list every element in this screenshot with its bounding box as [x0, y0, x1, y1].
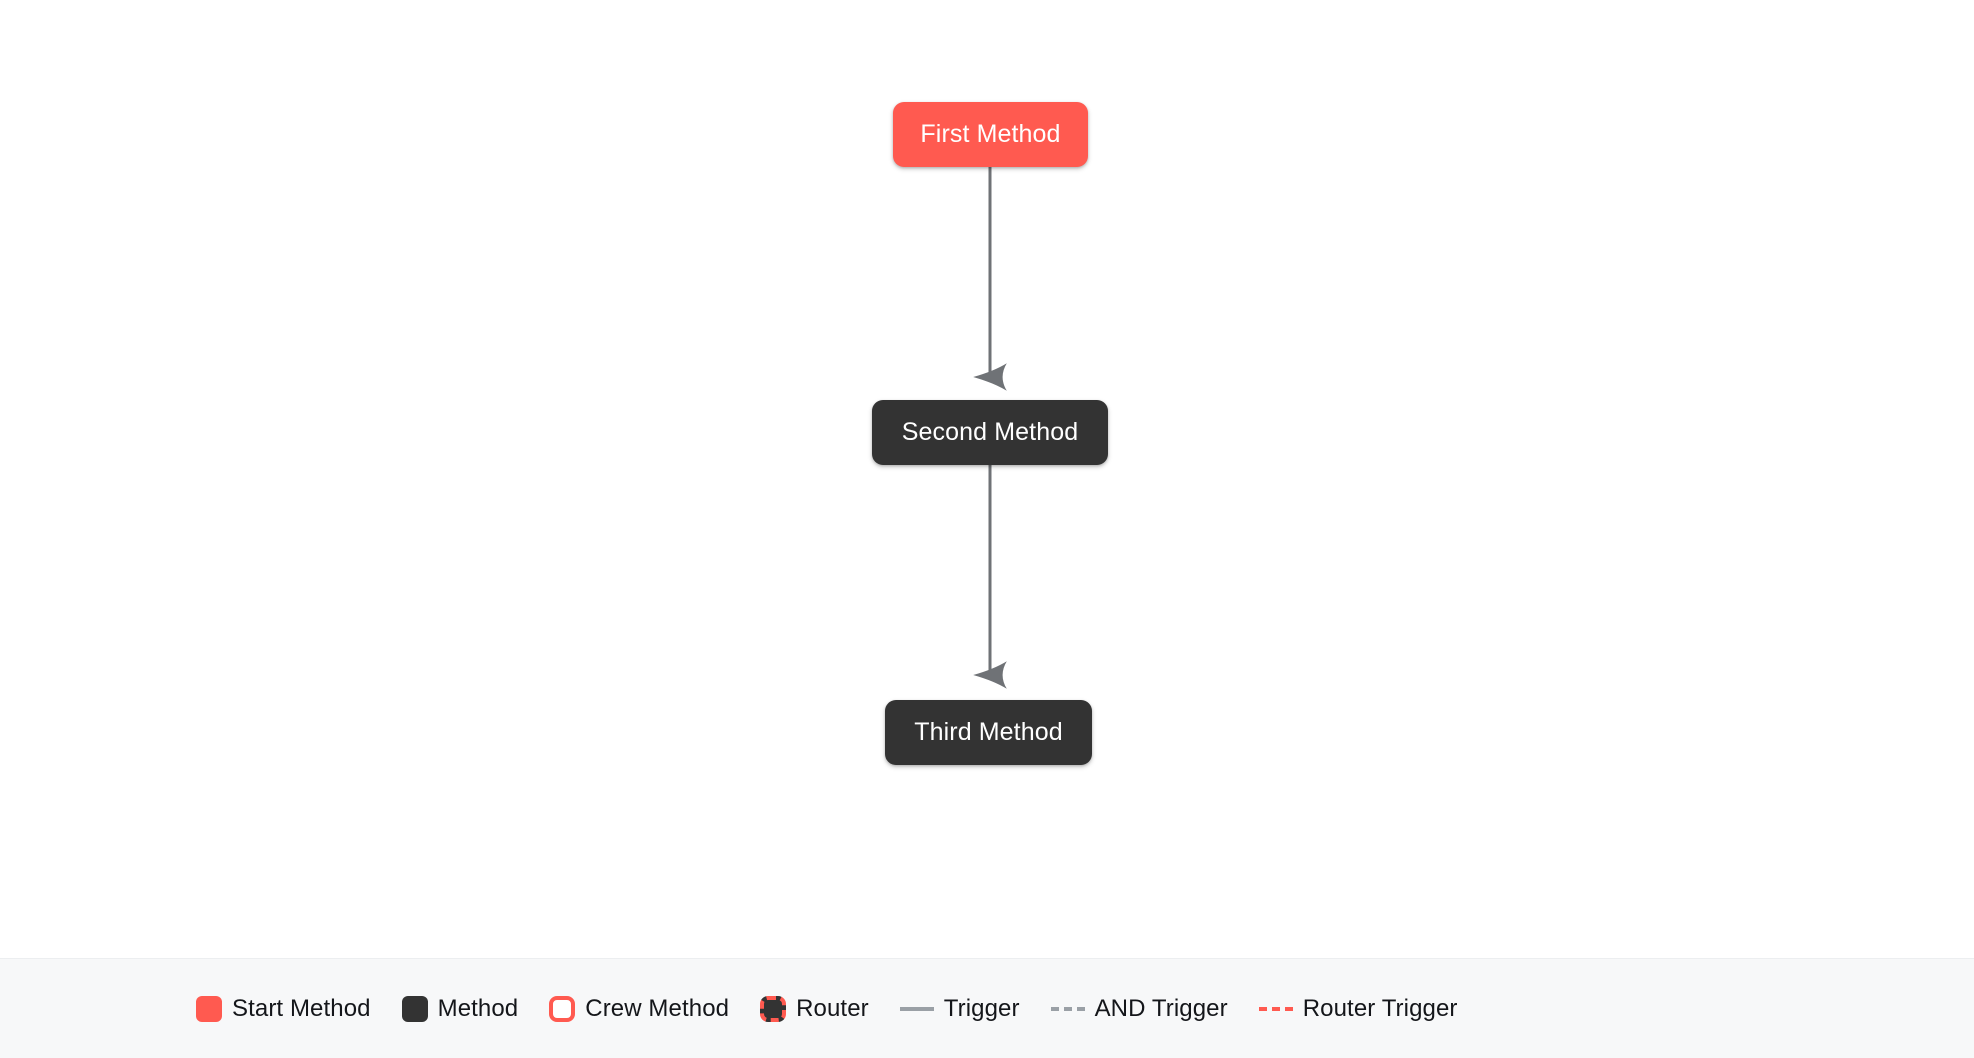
legend-item-router[interactable]: Router: [760, 995, 869, 1023]
crew-method-swatch-icon: [549, 995, 576, 1022]
flow-node-first-method[interactable]: First Method: [893, 102, 1088, 167]
flow-node-third-method[interactable]: Third Method: [885, 700, 1092, 765]
legend-items: Start Method Method Crew Method Router T…: [196, 995, 1458, 1023]
and-trigger-line-icon: [1050, 1006, 1085, 1011]
flow-node-label: Second Method: [901, 418, 1079, 446]
flow-node-second-method[interactable]: Second Method: [872, 400, 1108, 465]
legend-item-label: AND Trigger: [1094, 994, 1228, 1022]
legend-item-label: Router Trigger: [1302, 994, 1458, 1022]
legend-item-trigger[interactable]: Trigger: [899, 994, 1020, 1023]
legend-item-router-trigger[interactable]: Router Trigger: [1258, 994, 1458, 1023]
legend-item-label: Crew Method: [585, 994, 730, 1022]
legend-item-label: Router: [796, 994, 869, 1022]
legend-item-crew-method[interactable]: Crew Method: [549, 995, 729, 1023]
router-trigger-line-icon: [1258, 1006, 1293, 1011]
flow-node-label: First Method: [920, 120, 1061, 148]
legend-bar: crew crew ai ai Start Method Method Cre: [0, 958, 1974, 1058]
start-method-swatch-icon: [196, 995, 222, 1022]
legend-item-start-method[interactable]: Start Method: [196, 995, 371, 1023]
legend-item-label: Method: [437, 994, 519, 1022]
flow-canvas[interactable]: First Method Second Method Third Method: [0, 0, 1974, 958]
trigger-line-icon: [899, 1006, 934, 1011]
method-swatch-icon: [401, 995, 428, 1022]
flow-node-label: Third Method: [914, 718, 1063, 746]
legend-item-label: Start Method: [232, 994, 371, 1022]
router-swatch-icon: [760, 995, 787, 1022]
legend-item-and-trigger[interactable]: AND Trigger: [1050, 994, 1228, 1023]
legend-item-method[interactable]: Method: [401, 994, 519, 1023]
legend-item-label: Trigger: [943, 994, 1020, 1022]
